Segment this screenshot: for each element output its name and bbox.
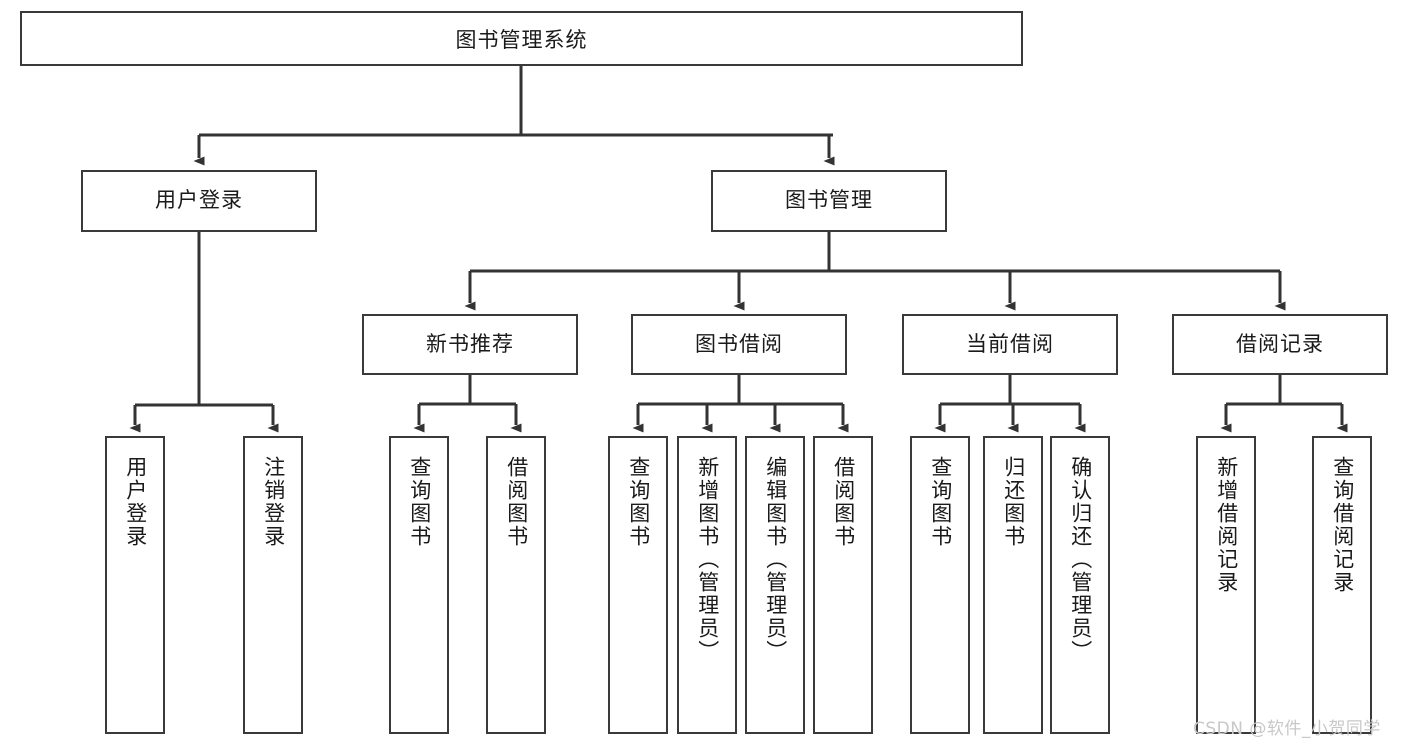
- node-label: 用户登录: [155, 188, 243, 213]
- node-leaf-query-book-borrow[interactable]: 查询图书: [608, 436, 668, 734]
- node-user-login[interactable]: 用户登录: [81, 170, 317, 232]
- node-borrow-record[interactable]: 借阅记录: [1172, 314, 1388, 375]
- node-label: 借阅记录: [1236, 331, 1324, 356]
- node-label: 查询图书: [407, 456, 432, 548]
- node-leaf-return-book[interactable]: 归还图书: [983, 436, 1043, 734]
- csdn-watermark: CSDN @软件_小贺同学: [1193, 719, 1381, 739]
- node-label: 归还图书: [1001, 456, 1026, 548]
- node-leaf-user-login[interactable]: 用户登录: [105, 436, 165, 734]
- node-leaf-confirm-return-admin[interactable]: 确认归还（管理员）: [1050, 436, 1110, 734]
- node-leaf-borrow-book-rec[interactable]: 借阅图书: [486, 436, 546, 734]
- node-label: 注销登录: [261, 456, 286, 548]
- node-leaf-borrow-book[interactable]: 借阅图书: [813, 436, 873, 734]
- node-label: 查询图书: [626, 456, 651, 548]
- node-label: 编辑图书（管理员）: [763, 456, 788, 663]
- node-label: 借阅图书: [831, 456, 856, 548]
- node-root[interactable]: 图书管理系统: [20, 11, 1023, 66]
- node-label: 查询图书: [928, 456, 953, 548]
- node-label: 图书管理: [785, 188, 873, 213]
- node-current-borrow[interactable]: 当前借阅: [902, 314, 1118, 375]
- node-leaf-add-borrow-record[interactable]: 新增借阅记录: [1196, 436, 1256, 734]
- node-new-book-recommend[interactable]: 新书推荐: [362, 314, 578, 375]
- node-label: 查询借阅记录: [1330, 456, 1355, 594]
- node-label: 用户登录: [123, 456, 148, 548]
- node-book-management[interactable]: 图书管理: [711, 170, 947, 232]
- node-label: 图书借阅: [695, 331, 783, 356]
- node-leaf-logout[interactable]: 注销登录: [243, 436, 303, 734]
- node-leaf-edit-book-admin[interactable]: 编辑图书（管理员）: [745, 436, 805, 734]
- node-label: 新书推荐: [426, 331, 514, 356]
- node-leaf-add-book-admin[interactable]: 新增图书（管理员）: [677, 436, 737, 734]
- node-leaf-query-book-rec[interactable]: 查询图书: [389, 436, 449, 734]
- node-label: 确认归还（管理员）: [1068, 456, 1093, 663]
- node-leaf-query-book-current[interactable]: 查询图书: [910, 436, 970, 734]
- node-label: 当前借阅: [966, 331, 1054, 356]
- node-leaf-query-borrow-record[interactable]: 查询借阅记录: [1312, 436, 1372, 734]
- node-book-borrow[interactable]: 图书借阅: [631, 314, 847, 375]
- node-label: 新增图书（管理员）: [695, 456, 720, 663]
- node-label: 图书管理系统: [455, 27, 588, 52]
- node-label: 新增借阅记录: [1214, 456, 1239, 594]
- node-label: 借阅图书: [504, 456, 529, 548]
